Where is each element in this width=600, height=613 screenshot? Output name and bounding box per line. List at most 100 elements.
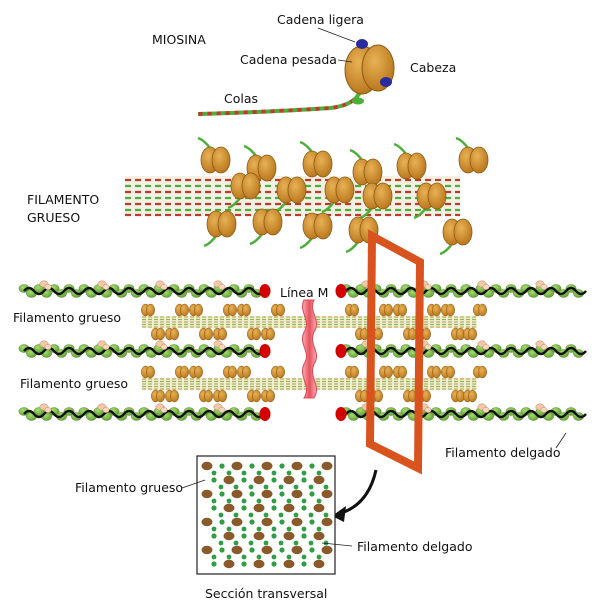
thin-filament-dot (301, 477, 307, 483)
thin-filament-dot (248, 484, 254, 490)
thick-filament-dot (231, 461, 243, 471)
thin-filament-dot (316, 554, 322, 560)
myosin-head-icon (199, 327, 213, 341)
thin-filament-dot (241, 505, 247, 511)
myosin-head-icon (271, 303, 285, 317)
thin-filament-dot (279, 491, 285, 497)
thin-filament-dot (271, 505, 277, 511)
label-seccion-transversal: Sección transversal (205, 586, 328, 601)
thin-filament-dot (248, 540, 254, 546)
thin-filament-dot (279, 463, 285, 469)
thin-filament-dot (211, 554, 217, 560)
section-plane (365, 229, 425, 475)
thick-filament-dot (201, 461, 213, 471)
label-filamento-grueso-2: Filamento grueso (20, 376, 129, 391)
thin-filament-dot (241, 470, 247, 476)
thick-filament-dot (223, 559, 235, 569)
thin-filament-dot (241, 561, 247, 567)
myosin-head-icon (199, 389, 213, 403)
thin-filament-dot (211, 561, 217, 567)
label-filamento-grueso-title-2: GRUESO (27, 210, 81, 225)
thin-filament (18, 403, 265, 421)
thick-filament-dot (253, 531, 265, 541)
thin-filament-dot (278, 484, 284, 490)
myosin-head-icon (203, 210, 237, 248)
myosin-head-icon (403, 389, 417, 403)
thin-filament-dot (263, 484, 269, 490)
myosin-head-icon (463, 389, 477, 403)
thin-filament-dot (301, 470, 307, 476)
thick-filament-dot (283, 475, 295, 485)
filament-end-mark (335, 407, 347, 421)
thin-filament-dot (293, 512, 299, 518)
thin-filament-dot (316, 498, 322, 504)
thin-filament-dot (249, 547, 255, 553)
troponin-icon (39, 403, 52, 413)
myosin-head-icon (151, 327, 165, 341)
thick-filament-dot (261, 461, 273, 471)
myosin-head-icon (261, 389, 275, 403)
thin-filament-dot (293, 484, 299, 490)
thin-filament-dot (248, 512, 254, 518)
myosin-head-icon (271, 365, 285, 379)
thick-filament-dot (201, 517, 213, 527)
myosin-head-icon (463, 327, 477, 341)
filament-end-mark (335, 284, 347, 298)
thick-filament-dot (283, 503, 295, 513)
myosin-head-icon (197, 136, 231, 174)
thick-filament-dot (313, 559, 325, 569)
thin-filament-dot (233, 540, 239, 546)
label-filamento-grueso-1: Filamento grueso (13, 310, 122, 325)
thin-filament-dot (316, 526, 322, 532)
thin-filament-dot (226, 498, 232, 504)
thin-filament-dot (226, 526, 232, 532)
thick-filament-dot (261, 489, 273, 499)
troponin-icon (39, 280, 52, 290)
myosin-head-icon (427, 365, 441, 379)
myosin-head-icon (175, 365, 189, 379)
filament-end-mark (259, 407, 271, 421)
thin-filament-dot (286, 554, 292, 560)
thin-filament-dot (308, 484, 314, 490)
thick-filament-dot (201, 545, 213, 555)
thick-filament-dot (261, 517, 273, 527)
myosin-head-icon (247, 327, 261, 341)
myosin-head-icon (451, 389, 465, 403)
thin-filament-dot (219, 463, 225, 469)
label-linea-m: Línea M (280, 285, 329, 300)
troponin-icon (97, 340, 110, 350)
myosin-head-icon (141, 303, 155, 317)
thin-filament (340, 340, 587, 358)
myosin-head-icon (237, 303, 251, 317)
thin-filament-dot (271, 498, 277, 504)
thick-filament-dot (223, 503, 235, 513)
filament-end-mark (335, 344, 347, 358)
thick-filament-dot (223, 531, 235, 541)
thin-filament-dot (249, 463, 255, 469)
thin-filament-dot (271, 477, 277, 483)
thin-filament-dot (256, 498, 262, 504)
thick-filament-dot (253, 559, 265, 569)
thick-filament-dot (253, 475, 265, 485)
thin-filament-dot (279, 519, 285, 525)
thick-filament-dot (231, 489, 243, 499)
troponin-icon (97, 280, 110, 290)
myosin-head-icon (213, 389, 227, 403)
thin-filament-dot (301, 554, 307, 560)
myosin-head-icon (355, 327, 369, 341)
thin-filament-dot (286, 470, 292, 476)
filament-end-mark (259, 284, 271, 298)
filament-end-mark (259, 344, 271, 358)
myosin-head-icon (213, 327, 227, 341)
label-miosina: MIOSINA (152, 32, 206, 47)
myosin-head-icon (345, 303, 359, 317)
myosin-head-icon (451, 327, 465, 341)
label-cadena-ligera: Cadena ligera (277, 12, 364, 27)
myosin-head-icon (455, 136, 489, 174)
thin-filament-dot (309, 547, 315, 553)
myosin-head-icon (427, 303, 441, 317)
troponin-icon (155, 403, 168, 413)
thin-filament-dot (211, 505, 217, 511)
thin-filament-dot (301, 505, 307, 511)
